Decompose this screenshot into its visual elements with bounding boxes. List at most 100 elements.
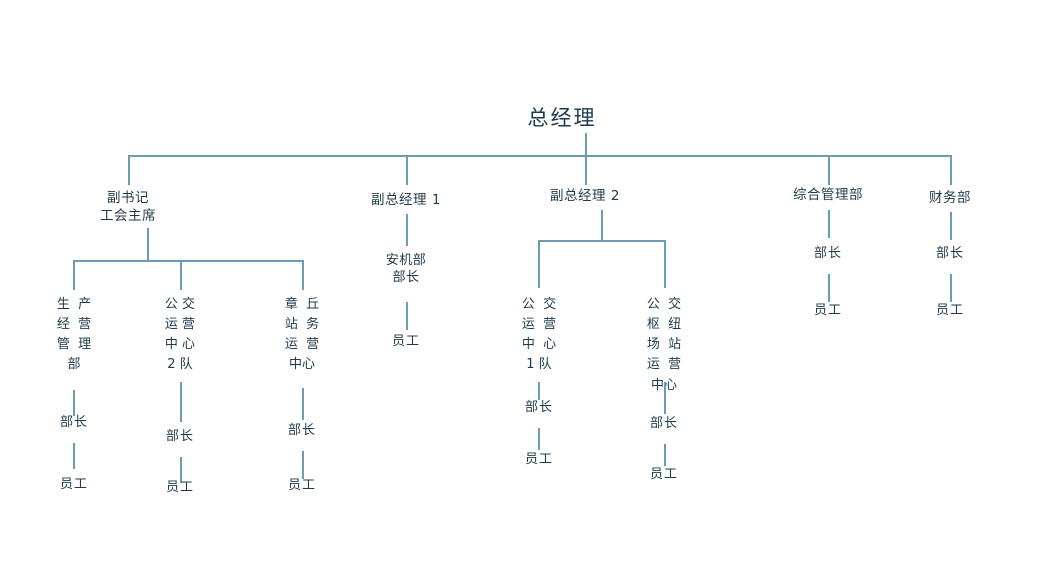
connector-zhangqiu-to-director (302, 388, 304, 420)
node-deputy-gm-1[interactable]: 副总经理 1 (346, 192, 466, 210)
node-label: 部长 (287, 423, 316, 438)
node-label-row1: 公 交 (164, 297, 196, 312)
node-label-line1: 副总经理 1 (371, 192, 441, 208)
connector-general-management-director-to-staff (828, 274, 830, 302)
node-label-row3: 中 心 (164, 337, 196, 353)
node-finance-dept[interactable]: 财务部 (890, 190, 1010, 208)
node-label-row1: 章 丘 (284, 297, 320, 312)
node-label: 员工 (59, 477, 88, 492)
node-bus-hub-station-operation-center[interactable]: 公 交 枢 纽 场 站 运 营 中心 (614, 295, 714, 396)
connector-finance-to-director (950, 212, 952, 240)
node-label: 部长 (813, 246, 842, 261)
connector-bus-team2-director-to-staff (180, 457, 182, 483)
role-director-bus-team-1[interactable]: 部长 (489, 400, 589, 417)
connector-drop-production-mgmt (73, 260, 75, 290)
node-label: 部长 (649, 416, 678, 431)
node-label: 部长 (165, 429, 194, 444)
connector-drop-bus-ops-team-2 (180, 260, 182, 290)
node-label-line1: 综合管理部 (793, 187, 863, 203)
connector-deputy-gm2-stem (601, 210, 603, 240)
node-label-row2: 运 营 (164, 317, 196, 333)
node-label-row4: 2 队 (167, 357, 193, 373)
node-label-row4: 运 营 (646, 357, 682, 373)
node-label: 部长 (935, 246, 964, 261)
connector-production-to-director (73, 390, 75, 416)
node-label-row4: 部 (67, 357, 81, 373)
role-staff-general-management[interactable]: 员工 (778, 303, 878, 320)
node-label-row5: 中心 (614, 376, 714, 396)
node-zhangqiu-station-operation-center[interactable]: 章 丘 站 务 运 营 中心 (252, 295, 352, 376)
connector-general-management-to-director (828, 210, 830, 238)
node-label: 员工 (287, 478, 316, 493)
node-label-row3: 中 心 (521, 337, 557, 353)
node-label-row2: 枢 纽 (646, 317, 682, 333)
connector-bus-team2-to-director (180, 382, 182, 422)
node-safety-machinery-dept[interactable]: 安机部 部长 (356, 253, 456, 287)
connector-drop-bus-hub-station-ops (664, 240, 666, 288)
connector-deputy-secretary-stem (147, 228, 149, 260)
connector-level2-bus (128, 155, 951, 157)
connector-bus-hub-to-director (664, 382, 666, 414)
role-staff-bus-team-2[interactable]: 员工 (130, 480, 230, 497)
role-director-zhangqiu[interactable]: 部长 (252, 423, 352, 440)
node-label: 总经理 (527, 106, 597, 130)
role-staff-bus-hub[interactable]: 员工 (614, 467, 714, 484)
role-director-bus-team-2[interactable]: 部长 (130, 429, 230, 446)
connector-deputy-secretary-bus (73, 260, 303, 262)
node-label: 员工 (391, 334, 420, 349)
role-director-production[interactable]: 部长 (24, 415, 124, 432)
node-label-row4: 中心 (288, 357, 315, 373)
node-deputy-gm-2[interactable]: 副总经理 2 (525, 188, 645, 206)
role-staff-production[interactable]: 员工 (24, 477, 124, 494)
node-label-row1: 公 交 (521, 297, 557, 312)
connector-zhangqiu-director-to-staff (302, 451, 304, 479)
node-label: 部长 (524, 400, 553, 415)
connector-drop-deputy-gm-2 (585, 155, 587, 185)
node-label: 员工 (813, 303, 842, 318)
node-label-line2: 工会主席 (100, 207, 156, 224)
role-staff-zhangqiu[interactable]: 员工 (252, 478, 352, 495)
connector-root-stem (585, 133, 587, 155)
node-label-row2: 运 营 (521, 317, 557, 333)
connector-drop-general-management (828, 155, 830, 185)
connector-drop-deputy-gm-1 (406, 155, 408, 185)
node-label-row1: 公 交 (646, 297, 682, 312)
node-label-row3: 管 理 (56, 337, 92, 353)
connector-drop-finance (950, 155, 952, 185)
connector-drop-bus-ops-team-1 (538, 240, 540, 288)
role-director-bus-hub[interactable]: 部长 (614, 416, 714, 433)
node-label-line2: 部长 (392, 269, 420, 285)
node-label-row3: 场 站 (646, 337, 682, 353)
node-general-management-dept[interactable]: 综合管理部 (768, 187, 888, 205)
node-label: 员工 (935, 303, 964, 318)
node-general-manager[interactable]: 总经理 (502, 105, 622, 132)
node-label-line1: 安机部 (385, 253, 427, 268)
role-director-finance[interactable]: 部长 (900, 246, 1000, 263)
connector-safety-dept-to-staff (406, 302, 408, 330)
node-label: 员工 (649, 467, 678, 482)
role-director-general-management[interactable]: 部长 (778, 246, 878, 263)
node-label: 员工 (524, 452, 553, 467)
node-label-row2: 经 营 (56, 317, 92, 333)
connector-drop-deputy-secretary (128, 155, 130, 185)
role-staff-bus-team-1[interactable]: 员工 (489, 452, 589, 469)
node-production-operation-management-dept[interactable]: 生 产 经 营 管 理 部 (24, 295, 124, 376)
connector-deputy-gm2-bus (538, 240, 666, 242)
node-bus-operation-center-team-2[interactable]: 公 交 运 营 中 心 2 队 (130, 295, 230, 376)
connector-bus-hub-director-to-staff (664, 444, 666, 466)
node-bus-operation-center-team-1[interactable]: 公 交 运 营 中 心 1 队 (489, 295, 589, 376)
node-label-row3: 运 营 (284, 337, 320, 353)
connector-deputy-gm1-stem (406, 214, 408, 246)
node-deputy-secretary[interactable]: 副书记 工会主席 (68, 190, 188, 225)
connector-production-director-to-staff (73, 443, 75, 469)
node-label-line1: 副总经理 2 (550, 188, 620, 204)
connector-bus-team1-director-to-staff (538, 428, 540, 450)
role-staff-safety-dept[interactable]: 员工 (356, 334, 456, 351)
connector-drop-zhangqiu-station-ops (302, 260, 304, 290)
node-label: 员工 (165, 480, 194, 495)
node-label-row1: 生 产 (56, 297, 92, 312)
node-label-line1: 副书记 (107, 190, 149, 206)
role-staff-finance[interactable]: 员工 (900, 303, 1000, 320)
connector-finance-director-to-staff (950, 274, 952, 302)
